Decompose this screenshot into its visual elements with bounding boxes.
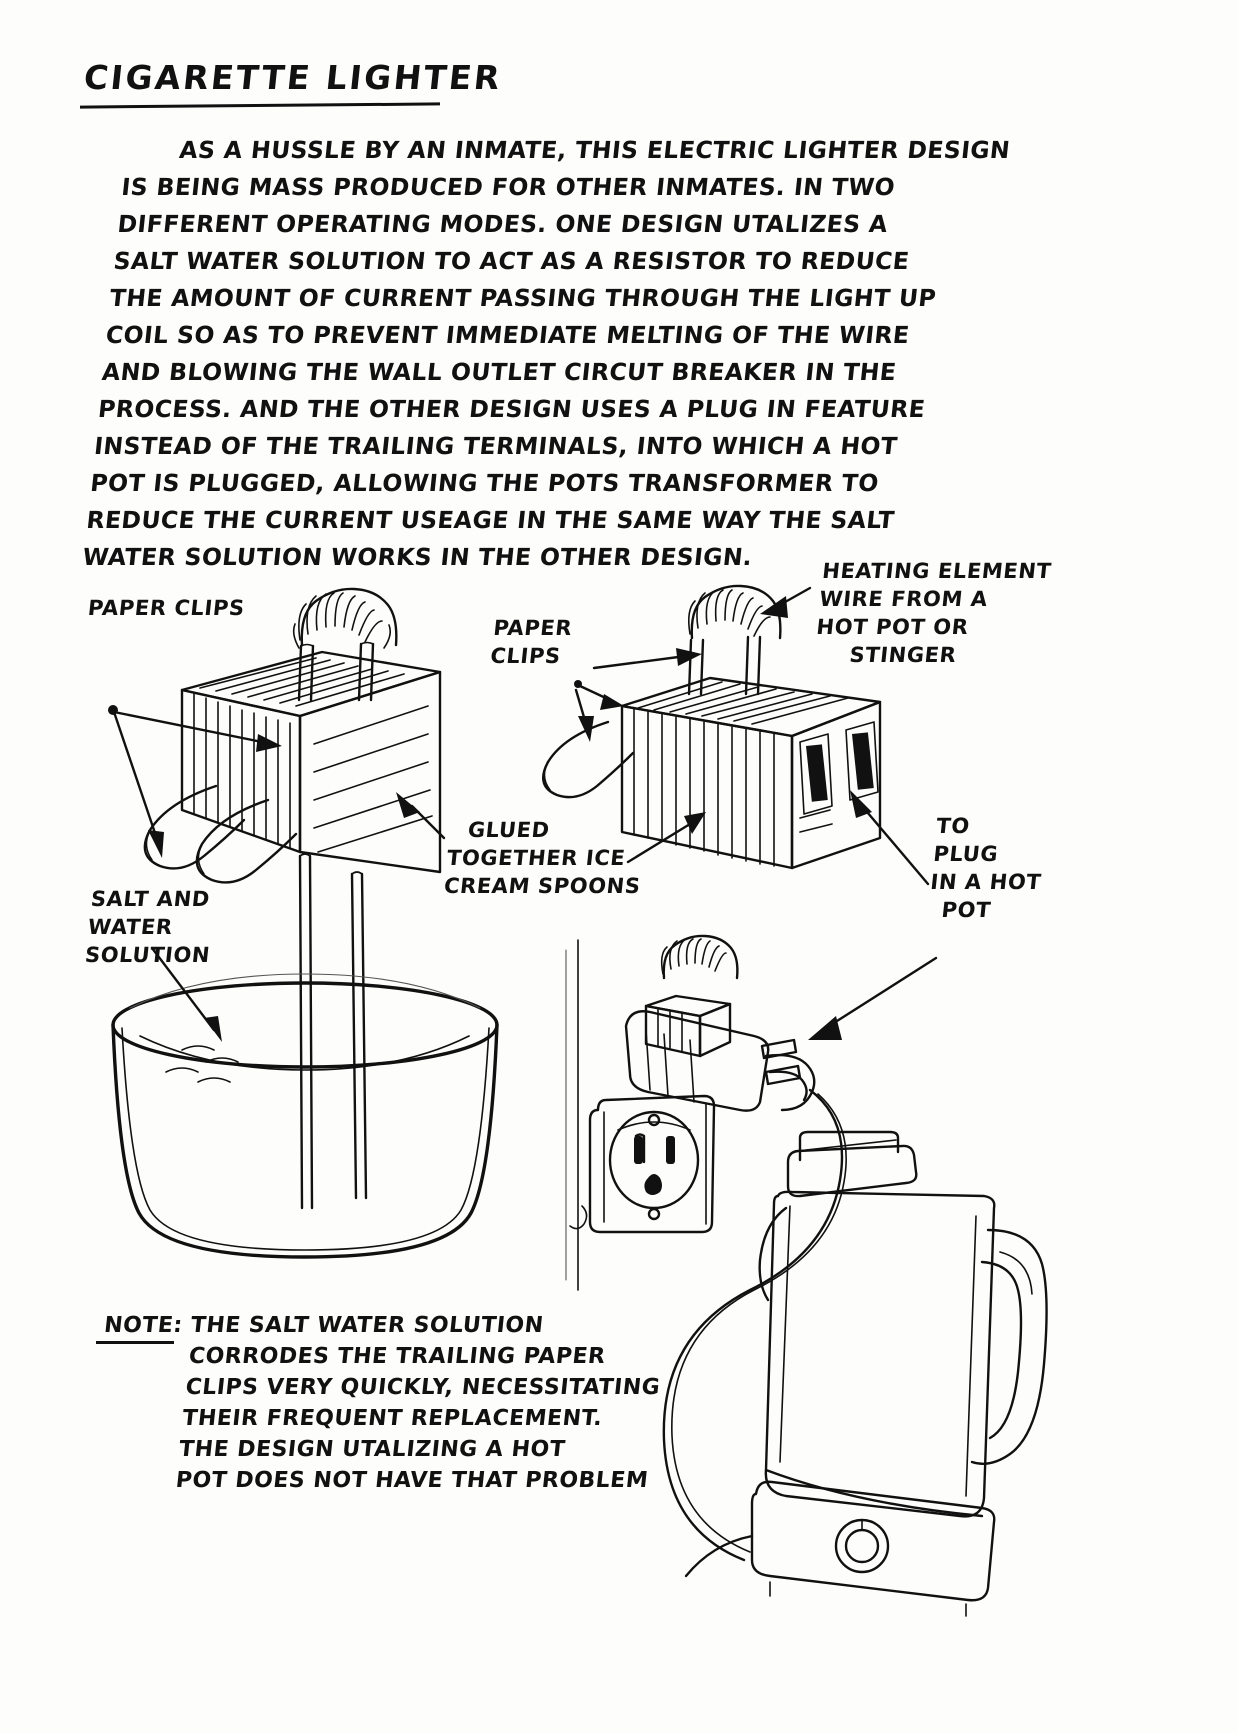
intro-line: INSTEAD OF THE TRAILING TERMINALS, INTO … [92,432,899,460]
label-line: PAPER [492,616,574,640]
label-line: SALT AND [89,887,212,911]
note-heading-underline [96,1341,174,1344]
intro-line: AS A HUSSLE BY AN INMATE, THIS ELECTRIC … [177,136,1012,164]
note-line: NOTE: THE SALT WATER SOLUTION [102,1313,545,1338]
label-line: IN A HOT [929,870,1043,894]
label-line: CREAM SPOONS [442,874,642,898]
heating-coil-left [292,587,398,649]
label-line: STINGER [848,643,958,667]
note-line: POT DOES NOT HAVE THAT PROBLEM [174,1468,650,1493]
intro-line: REDUCE THE CURRENT USEAGE IN THE SAME WA… [85,506,896,534]
label-line: WIRE FROM A [818,587,989,611]
label-heating-element: HEATING ELEMENT WIRE FROM A HOT POT OR S… [812,557,1053,669]
label-line: CLIPS [489,644,562,668]
note-block: NOTE: THE SALT WATER SOLUTION CORRODES T… [86,1310,676,1496]
label-line: PLUG [932,842,1000,866]
label-line: GLUED [466,818,551,842]
label-paper-clips-mid: PAPER CLIPS [489,614,574,670]
intro-line: THE AMOUNT OF CURRENT PASSING THROUGH TH… [108,284,938,312]
figure-right-assembly [541,584,882,870]
figure-wall-outlet [565,939,716,1291]
label-salt-and-water-solution: SALT AND WATER SOLUTION [84,885,218,969]
label-line: TOGETHER ICE [445,846,627,870]
intro-line: POT IS PLUGGED, ALLOWING THE POTS TRANSF… [88,469,881,497]
intro-paragraph: AS A HUSSLE BY AN INMATE, THIS ELECTRIC … [81,132,1072,576]
intro-line: IS BEING MASS PRODUCED FOR OTHER INMATES… [120,173,897,201]
note-line: CLIPS VERY QUICKLY, NECESSITATING [184,1375,662,1400]
label-glued-spoons: GLUED TOGETHER ICE CREAM SPOONS [443,816,648,900]
note-line: CORRODES THE TRAILING PAPER [187,1344,607,1369]
leader-lines [108,586,938,1042]
figure-hot-pot [684,1130,1048,1617]
label-line: PAPER CLIPS [86,596,246,620]
page-title: CIGARETTE LIGHTER [82,58,504,97]
label-line: SOLUTION [83,943,212,967]
label-line: TO [935,814,972,838]
note-line: THE DESIGN UTALIZING A HOT [177,1437,567,1462]
label-line: POT [940,898,993,922]
label-line: HOT POT OR [815,615,970,639]
intro-line: DIFFERENT OPERATING MODES. ONE DESIGN UT… [116,210,890,238]
label-line: HEATING ELEMENT [821,559,1053,583]
note-line: THEIR FREQUENT REPLACEMENT. [181,1406,604,1431]
label-line: WATER [86,915,174,939]
intro-line: SALT WATER SOLUTION TO ACT AS A RESISTOR… [112,247,911,275]
label-to-plug-in-a-hot-pot: TO PLUG IN A HOT POT [926,812,1049,924]
figure-left-assembly [111,587,499,1259]
bowl [111,973,499,1259]
label-paper-clips-left: PAPER CLIPS [87,594,247,622]
intro-line: AND BLOWING THE WALL OUTLET CIRCUT BREAK… [100,358,898,386]
intro-line: COIL SO AS TO PREVENT IMMEDIATE MELTING … [104,321,911,349]
intro-line: PROCESS. AND THE OTHER DESIGN USES A PLU… [96,395,927,423]
figure-plug-detail [624,934,847,1562]
